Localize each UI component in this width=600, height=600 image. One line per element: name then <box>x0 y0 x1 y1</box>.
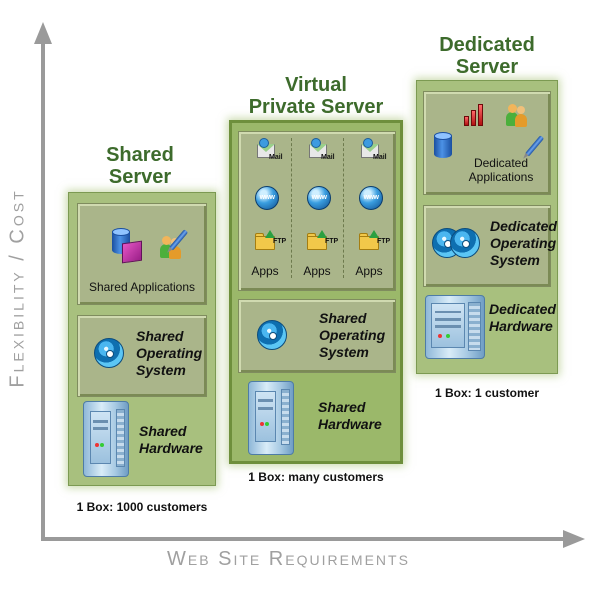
ftp-label-3: FTP <box>377 238 391 245</box>
y-axis-arrow-icon <box>34 22 52 44</box>
dedicated-apps-text: Dedicated Applications <box>456 156 546 184</box>
vps-os-panel: Shared Operating System <box>238 299 396 373</box>
shared-os-line2: Operating <box>136 345 203 361</box>
mail-label-1: Mail <box>269 154 283 161</box>
disc-icon <box>257 320 287 350</box>
ftp-label-2: FTP <box>325 238 339 245</box>
vps-title: Virtual Private Server <box>228 74 404 118</box>
cube-icon <box>122 240 142 264</box>
www-label-1: www <box>259 194 275 201</box>
dedicated-os-panel: Dedicated Operating System <box>423 205 557 287</box>
server-icon <box>83 401 129 477</box>
apps-label-1: Apps <box>251 264 279 278</box>
bar-chart-icon <box>464 104 486 126</box>
y-axis-line <box>41 40 45 540</box>
vps-caption: 1 Box: many customers <box>248 470 384 484</box>
shared-os-text: Shared Operating System <box>136 328 202 379</box>
vps-separator-1 <box>291 138 292 278</box>
y-axis-label: Flexibility / Cost <box>6 188 29 388</box>
disc-icon <box>450 228 480 258</box>
apps-label-2: Apps <box>303 264 331 278</box>
dedicated-title-line1: Dedicated <box>439 34 535 56</box>
vps-os-line2: Operating <box>319 327 386 343</box>
shared-os-line1: Shared <box>136 328 184 344</box>
dedicated-os-line2: Operating <box>490 235 557 251</box>
x-axis-label: Web Site Requirements <box>167 548 410 570</box>
dedicated-apps-panel: Dedicated Applications <box>423 91 551 195</box>
shared-title-line2: Server <box>108 166 172 188</box>
vps-separator-2 <box>343 138 344 278</box>
dedicated-hw-text: Dedicated Hardware <box>489 301 556 335</box>
dedicated-apps-line1: Dedicated <box>473 156 529 170</box>
shared-server-title: Shared Server <box>80 144 200 188</box>
shared-caption: 1 Box: 1000 customers <box>76 500 208 514</box>
shared-os-panel: Shared Operating System <box>77 315 207 397</box>
dedicated-hw-line1: Dedicated <box>489 301 556 317</box>
shared-server-box: Shared Applications Shared Operating Sys… <box>68 192 216 486</box>
vps-hw-line2: Hardware <box>318 416 382 432</box>
database-icon <box>434 132 452 160</box>
www-globe-icon: www <box>255 186 279 210</box>
www-globe-icon: www <box>359 186 383 210</box>
ftp-folder-icon <box>307 230 331 252</box>
mail-label-2: Mail <box>321 154 335 161</box>
dedicated-caption: 1 Box: 1 customer <box>434 386 540 400</box>
vps-apps-panel: Mail www FTP Apps Mail www FTP Apps Mail… <box>238 131 396 291</box>
disc-icon <box>94 338 124 368</box>
mail-label-3: Mail <box>373 154 387 161</box>
dedicated-apps-line2: Applications <box>468 170 534 184</box>
shared-apps-label: Shared Applications <box>88 280 196 294</box>
dedicated-os-line3: System <box>490 252 540 268</box>
shared-hw-text: Shared Hardware <box>139 423 203 457</box>
dedicated-box: Dedicated Applications Dedicated Operati… <box>416 80 558 374</box>
dedicated-hardware-zone: Dedicated Hardware <box>423 291 556 369</box>
vps-title-line2: Private Server <box>248 96 384 118</box>
vps-os-line1: Shared <box>319 310 367 326</box>
shared-hardware-zone: Shared Hardware <box>77 399 207 481</box>
ftp-label-1: FTP <box>273 238 287 245</box>
ftp-folder-icon <box>255 230 279 252</box>
vps-hardware-zone: Shared Hardware <box>238 377 396 459</box>
vps-os-line3: System <box>319 344 369 360</box>
ftp-folder-icon <box>359 230 383 252</box>
server-rack-icon <box>425 295 485 359</box>
server-icon <box>248 381 294 455</box>
www-globe-icon: www <box>307 186 331 210</box>
apps-label-3: Apps <box>355 264 383 278</box>
www-label-2: www <box>311 194 327 201</box>
vps-hw-line1: Shared <box>318 399 366 415</box>
shared-hw-line2: Hardware <box>139 440 203 456</box>
shared-title-line1: Shared <box>106 144 174 166</box>
x-axis-line <box>41 537 566 541</box>
dedicated-os-text: Dedicated Operating System <box>490 218 557 269</box>
mail-icon <box>307 138 329 162</box>
www-label-3: www <box>363 194 379 201</box>
shared-hw-line1: Shared <box>139 423 187 439</box>
vps-box: Mail www FTP Apps Mail www FTP Apps Mail… <box>229 120 403 464</box>
users-icon <box>504 102 528 128</box>
dedicated-title: Dedicated Server <box>416 34 558 78</box>
vps-hw-text: Shared Hardware <box>318 399 382 433</box>
dedicated-os-line1: Dedicated <box>490 218 557 234</box>
x-axis-arrow-icon <box>563 530 585 548</box>
dedicated-title-line2: Server <box>455 56 519 78</box>
shared-os-line3: System <box>136 362 186 378</box>
mail-icon <box>255 138 277 162</box>
mail-icon <box>359 138 381 162</box>
dedicated-hw-line2: Hardware <box>489 318 553 334</box>
shared-apps-panel: Shared Applications <box>77 203 207 305</box>
vps-os-text: Shared Operating System <box>319 310 385 361</box>
pen-icon <box>524 135 545 157</box>
vps-title-line1: Virtual <box>285 74 347 96</box>
